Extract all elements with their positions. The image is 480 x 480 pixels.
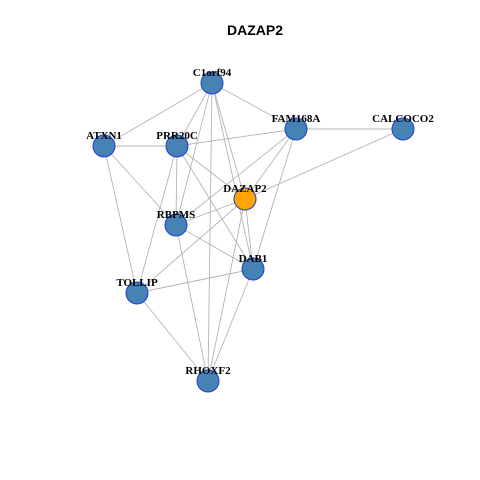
node-label-prr20c: PRR20C xyxy=(156,130,198,142)
diagram-title: DAZAP2 xyxy=(227,22,283,38)
edge-prr20c-dab1 xyxy=(176,145,254,270)
edge-dab1-tollip xyxy=(136,268,254,294)
edge-fam168a-prr20c xyxy=(176,128,297,147)
node-prr20c[interactable] xyxy=(165,134,189,158)
edge-rbpms-dab1 xyxy=(175,224,254,270)
node-dab1[interactable] xyxy=(241,257,265,281)
edge-rbpms-rhoxf2 xyxy=(175,224,209,382)
node-rhoxf2[interactable] xyxy=(196,369,220,393)
node-label-atxn1: ATXN1 xyxy=(86,130,122,142)
edge-c1orf94-prr20c xyxy=(176,82,213,147)
edge-fam168a-dab1 xyxy=(252,128,297,270)
edge-dazap2-rhoxf2 xyxy=(207,198,246,382)
node-atxn1[interactable] xyxy=(92,134,116,158)
node-rbpms[interactable] xyxy=(164,213,188,237)
edge-dazap2-dab1 xyxy=(244,198,254,270)
node-label-calcoco2: CALCOCO2 xyxy=(372,113,434,125)
edge-fam168a-rbpms xyxy=(175,128,297,226)
edge-c1orf94-dab1 xyxy=(211,82,254,270)
node-calcoco2[interactable] xyxy=(391,117,415,141)
node-dazap2[interactable] xyxy=(233,187,257,211)
node-label-rbpms: RBPMS xyxy=(157,209,196,221)
node-label-dab1: DAB1 xyxy=(239,253,268,265)
node-layer xyxy=(92,71,415,393)
edge-prr20c-tollip xyxy=(136,145,178,294)
edge-c1orf94-atxn1 xyxy=(103,82,213,147)
node-c1orf94[interactable] xyxy=(200,71,224,95)
edge-c1orf94-fam168a xyxy=(211,82,297,130)
node-label-c1orf94: C1orf94 xyxy=(193,67,232,79)
node-label-tollip: TOLLIP xyxy=(116,277,158,289)
edge-prr20c-rbpms xyxy=(175,145,178,226)
edge-fam168a-dazap2 xyxy=(244,128,297,200)
node-label-fam168a: FAM168A xyxy=(272,113,321,125)
edge-prr20c-dazap2 xyxy=(176,145,246,200)
edge-atxn1-rbpms xyxy=(103,145,177,226)
edge-dazap2-rbpms xyxy=(175,198,246,226)
edge-dab1-rhoxf2 xyxy=(207,268,254,382)
edge-c1orf94-rbpms xyxy=(175,82,213,226)
node-label-rhoxf2: RHOXF2 xyxy=(185,365,231,377)
edge-calcoco2-dazap2 xyxy=(244,128,404,200)
edge-layer xyxy=(103,82,404,382)
node-label-dazap2: DAZAP2 xyxy=(223,183,267,195)
edge-tollip-rhoxf2 xyxy=(136,292,209,382)
node-fam168a[interactable] xyxy=(284,117,308,141)
edge-c1orf94-dazap2 xyxy=(211,82,246,200)
edge-c1orf94-rhoxf2 xyxy=(207,82,213,382)
node-tollip[interactable] xyxy=(125,281,149,305)
edge-dazap2-tollip xyxy=(136,198,246,294)
edge-atxn1-tollip xyxy=(103,145,138,294)
